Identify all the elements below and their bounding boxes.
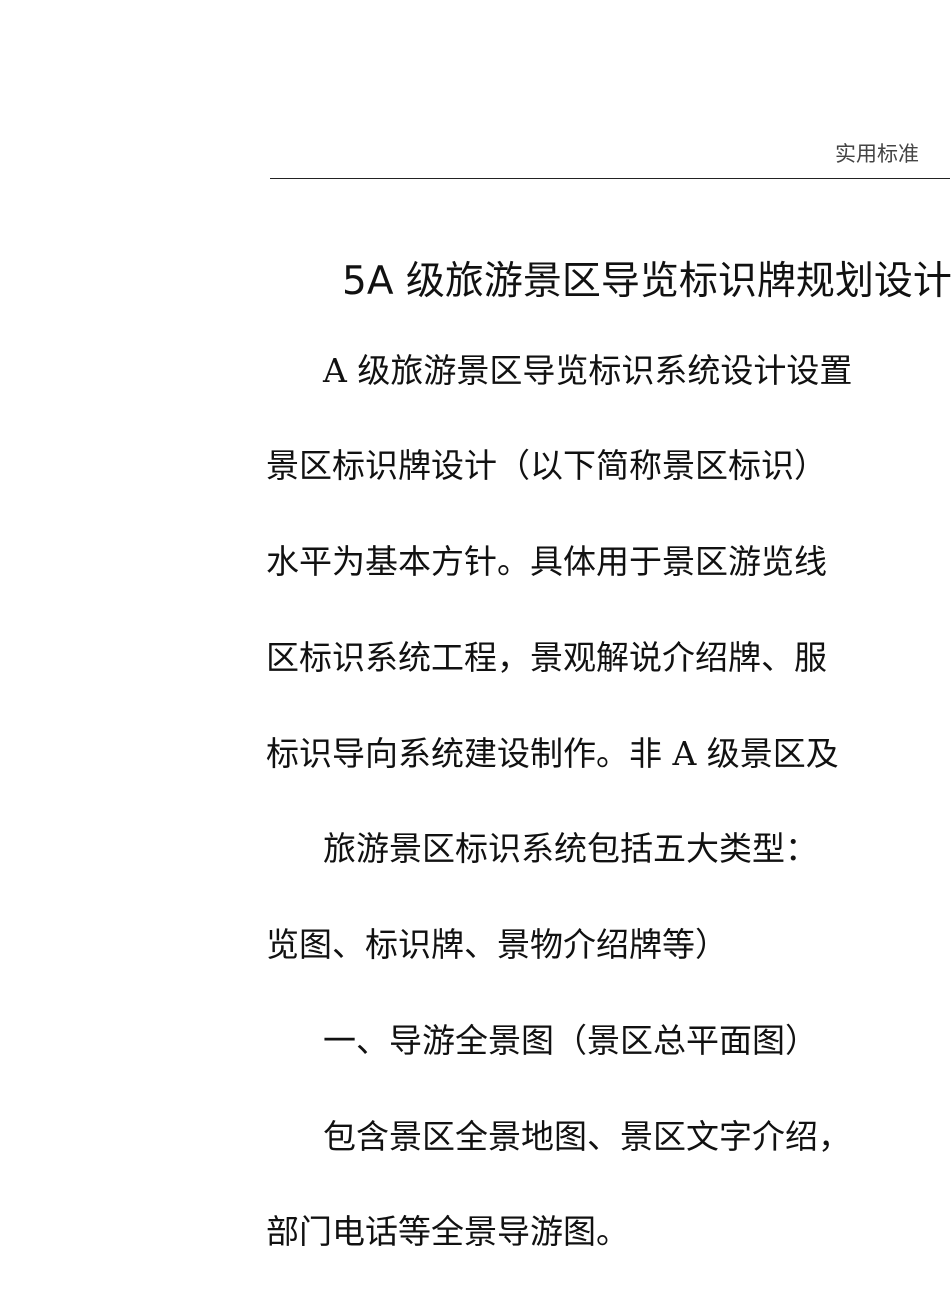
section-heading: 一、导游全景图（景区总平面图） bbox=[323, 1021, 818, 1060]
page-header-text: 实用标准 bbox=[835, 142, 919, 166]
paragraph-line-10: 部门电话等全景导游图。 bbox=[266, 1212, 629, 1251]
paragraph-line-2: 景区标识牌设计（以下简称景区标识） bbox=[266, 446, 827, 485]
header-divider bbox=[270, 178, 950, 179]
paragraph-line-7: 览图、标识牌、景物介绍牌等） bbox=[266, 925, 728, 964]
paragraph-line-5: 标识导向系统建设制作。非 A 级景区及 bbox=[266, 734, 839, 773]
paragraph-line-6: 旅游景区标识系统包括五大类型： bbox=[323, 829, 818, 868]
paragraph-line-1: A 级旅游景区导览标识系统设计设置 bbox=[323, 351, 853, 390]
paragraph-line-3: 水平为基本方针。具体用于景区游览线 bbox=[266, 542, 827, 581]
paragraph-line-9: 包含景区全景地图、景区文字介绍， bbox=[323, 1117, 851, 1156]
document-title: 5A 级旅游景区导览标识牌规划设计 bbox=[342, 259, 952, 304]
paragraph-line-4: 区标识系统工程，景观解说介绍牌、服 bbox=[266, 638, 827, 677]
